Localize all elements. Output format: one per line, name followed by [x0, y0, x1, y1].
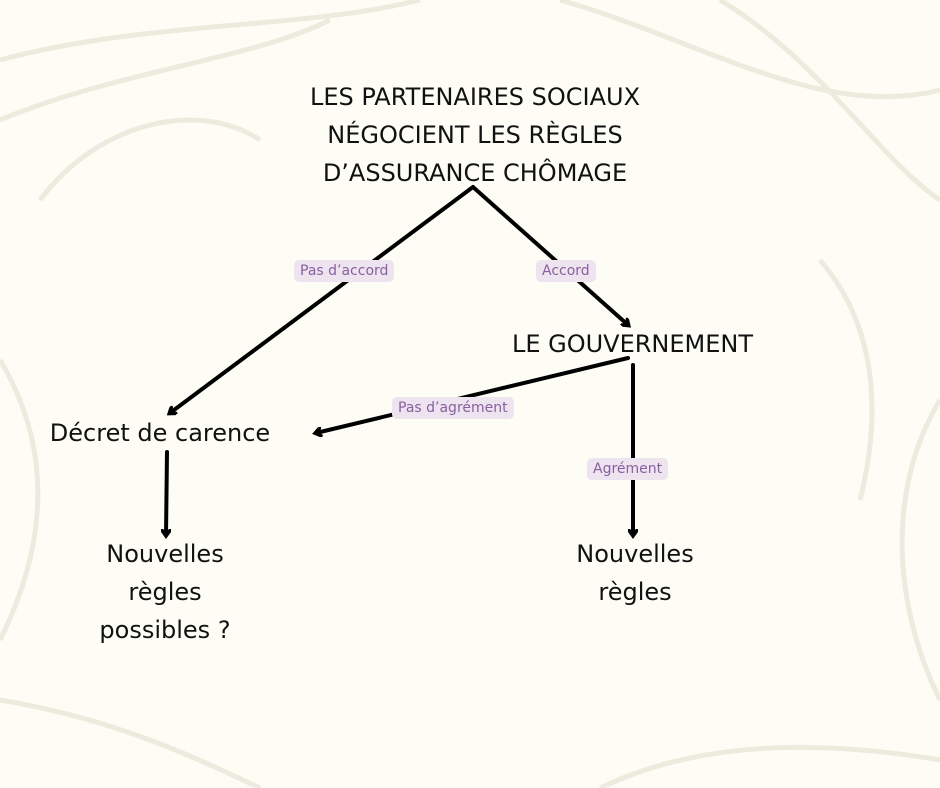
- arrow-accord: [471, 185, 628, 325]
- edge-label-pas-accord: Pas d’accord: [294, 260, 395, 282]
- edge-label-pas-agrement: Pas d’agrément: [392, 397, 514, 419]
- edge-label-accord: Accord: [536, 260, 596, 282]
- node-nouvelles-regles-possibles: Nouvelles règles possibles ?: [99, 540, 231, 644]
- node-decret-carence: Décret de carence: [49, 419, 271, 447]
- edge-label-agrement: Agrément: [587, 458, 669, 480]
- node-partenaires-sociaux: LES PARTENAIRES SOCIAUX NÉGOCIENT LES RÈ…: [309, 83, 641, 187]
- node-nouvelles-regles: Nouvelles règles: [576, 540, 694, 606]
- node-gouvernement: LE GOUVERNEMENT: [511, 330, 754, 358]
- arrow-pas-accord: [170, 185, 475, 413]
- arrow-pas-agrement: [316, 356, 630, 433]
- arrow-decret-result: [166, 450, 167, 535]
